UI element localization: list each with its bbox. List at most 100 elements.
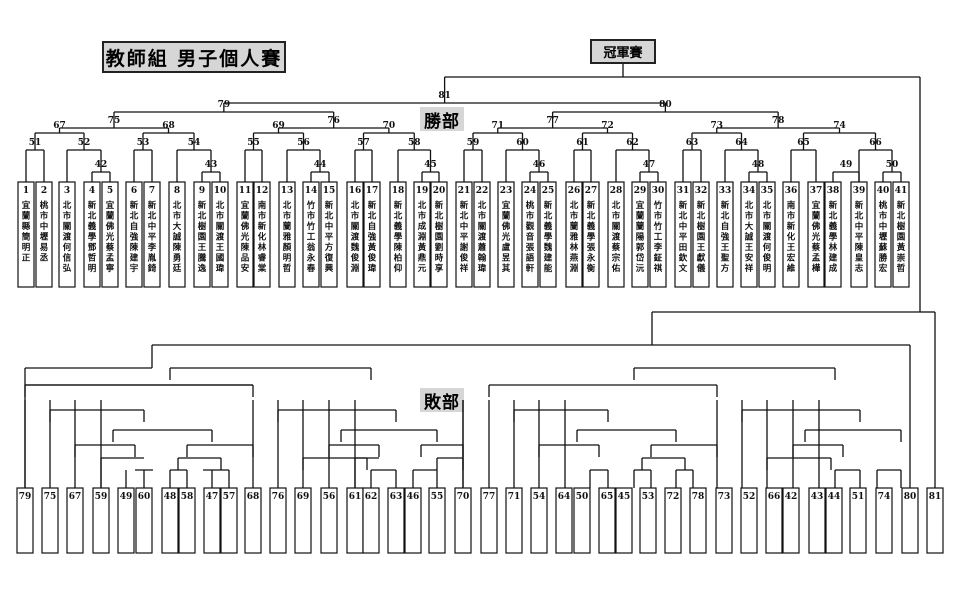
player-name-char: 宜	[106, 200, 115, 211]
player-name-char: 胤	[148, 253, 157, 264]
player-number: 6	[131, 186, 137, 196]
player-name-char: 方	[325, 242, 334, 253]
player-name-char: 雅	[569, 232, 579, 243]
player-name-char: 工	[654, 233, 663, 243]
player-name-char: 郭	[636, 242, 645, 253]
loser-slot-label: 75	[44, 492, 57, 502]
player-name-char: 衡	[587, 263, 596, 274]
player-name-char: 市	[258, 211, 267, 222]
player-name-char: 元	[418, 264, 427, 274]
match-label: 70	[383, 121, 396, 131]
player-name-char: 新	[897, 200, 906, 211]
loser-slot-label: 76	[272, 492, 285, 502]
player-name-char: 淵	[418, 232, 427, 243]
player-name-char: 蘭	[570, 221, 579, 232]
player-name-char: 渡	[63, 232, 72, 243]
player-name-char: 哲	[897, 263, 906, 274]
loser-slot-label: 45	[618, 492, 631, 502]
player-name-char: 昱	[502, 253, 511, 264]
championship-label: 冠軍賽	[590, 39, 656, 64]
player-name-char: 自	[130, 221, 139, 232]
player-number: 30	[652, 186, 665, 196]
loser-slot-label: 72	[667, 492, 680, 502]
player-name-char: 園	[897, 233, 906, 243]
loser-slot-label: 61	[349, 492, 362, 502]
player-name-char: 明	[22, 243, 31, 253]
player-name-char: 園	[198, 233, 207, 243]
player-name-char: 李	[653, 242, 663, 253]
player-name-char: 宜	[22, 200, 31, 211]
player-name-char: 寧	[106, 263, 115, 274]
player-number: 41	[895, 186, 908, 196]
player-name-char: 新	[394, 200, 403, 211]
match-label: 69	[272, 121, 285, 131]
player-name-char: 中	[148, 221, 157, 232]
loser-slot-label: 71	[508, 492, 521, 502]
player-name-char: 光	[240, 232, 250, 243]
loser-slot-label: 57	[223, 492, 236, 502]
player-name-char: 學	[544, 232, 553, 243]
player-name-char: 市	[763, 211, 772, 222]
player-number: 17	[366, 186, 379, 196]
player-name-char: 音	[526, 232, 535, 243]
player-number: 35	[761, 186, 774, 196]
player-name-char: 祺	[653, 263, 663, 274]
player-name-char: 新	[787, 221, 796, 232]
player-number: 16	[349, 186, 362, 196]
player-name-char: 桃	[526, 200, 535, 211]
player-name-char: 張	[526, 243, 535, 253]
player-number: 7	[149, 186, 155, 196]
player-name-char: 丞	[40, 253, 49, 264]
player-name-char: 蘭	[636, 211, 645, 222]
player-name-char: 渡	[351, 232, 360, 243]
player-name-char: 享	[435, 263, 444, 274]
player-name-char: 竹	[306, 200, 316, 211]
player-name-char: 北	[216, 200, 225, 211]
player-name-char: 新	[697, 200, 706, 211]
loser-slot-label: 43	[811, 492, 824, 502]
player-name-char: 壢	[879, 232, 888, 243]
player-number: 19	[416, 186, 429, 196]
player-name-char: 宜	[812, 200, 821, 211]
player-name-char: 中	[460, 221, 469, 232]
player-name-char: 新	[368, 200, 377, 211]
player-name-char: 語	[526, 253, 535, 264]
player-name-char: 北	[394, 211, 403, 222]
player-name-char: 新	[679, 200, 688, 211]
losers-bracket-label: 敗部	[420, 388, 464, 413]
player-name-char: 桃	[40, 200, 49, 211]
player-name-char: 宜	[241, 200, 250, 211]
player-name-char: 北	[435, 211, 444, 222]
player-number: 9	[199, 186, 205, 196]
player-name-char: 燕	[570, 253, 579, 264]
player-name-char: 安	[241, 263, 250, 274]
player-number: 18	[392, 186, 405, 196]
player-name-char: 志	[855, 263, 864, 274]
player-name-char: 淵	[351, 263, 360, 274]
player-name-char: 王	[216, 243, 225, 253]
match-label: 74	[833, 121, 846, 131]
player-name-char: 樹	[198, 221, 207, 232]
player-name-char: 成	[829, 263, 838, 274]
player-number: 22	[476, 186, 489, 196]
player-name-char: 正	[22, 254, 31, 264]
loser-slot	[639, 487, 657, 554]
player-name-char: 關	[612, 221, 621, 232]
player-number: 15	[323, 186, 336, 196]
loser-slot-label: 52	[743, 492, 756, 502]
player-name-char: 市	[745, 211, 754, 222]
loser-slot-label: 66	[768, 492, 781, 502]
player-name-char: 蘭	[22, 211, 31, 222]
player-name-char: 北	[418, 200, 427, 211]
player-name-char: 市	[654, 211, 663, 222]
player-name-char: 市	[307, 211, 316, 222]
player-name-char: 樹	[897, 221, 906, 232]
loser-slot	[689, 487, 707, 554]
loser-slot	[573, 487, 591, 554]
player-name-char: 光	[811, 232, 821, 243]
match-label: 72	[601, 121, 614, 131]
player-name-char: 謝	[460, 242, 469, 253]
player-name-char: 中	[325, 221, 334, 232]
player-name-char: 園	[435, 233, 444, 243]
